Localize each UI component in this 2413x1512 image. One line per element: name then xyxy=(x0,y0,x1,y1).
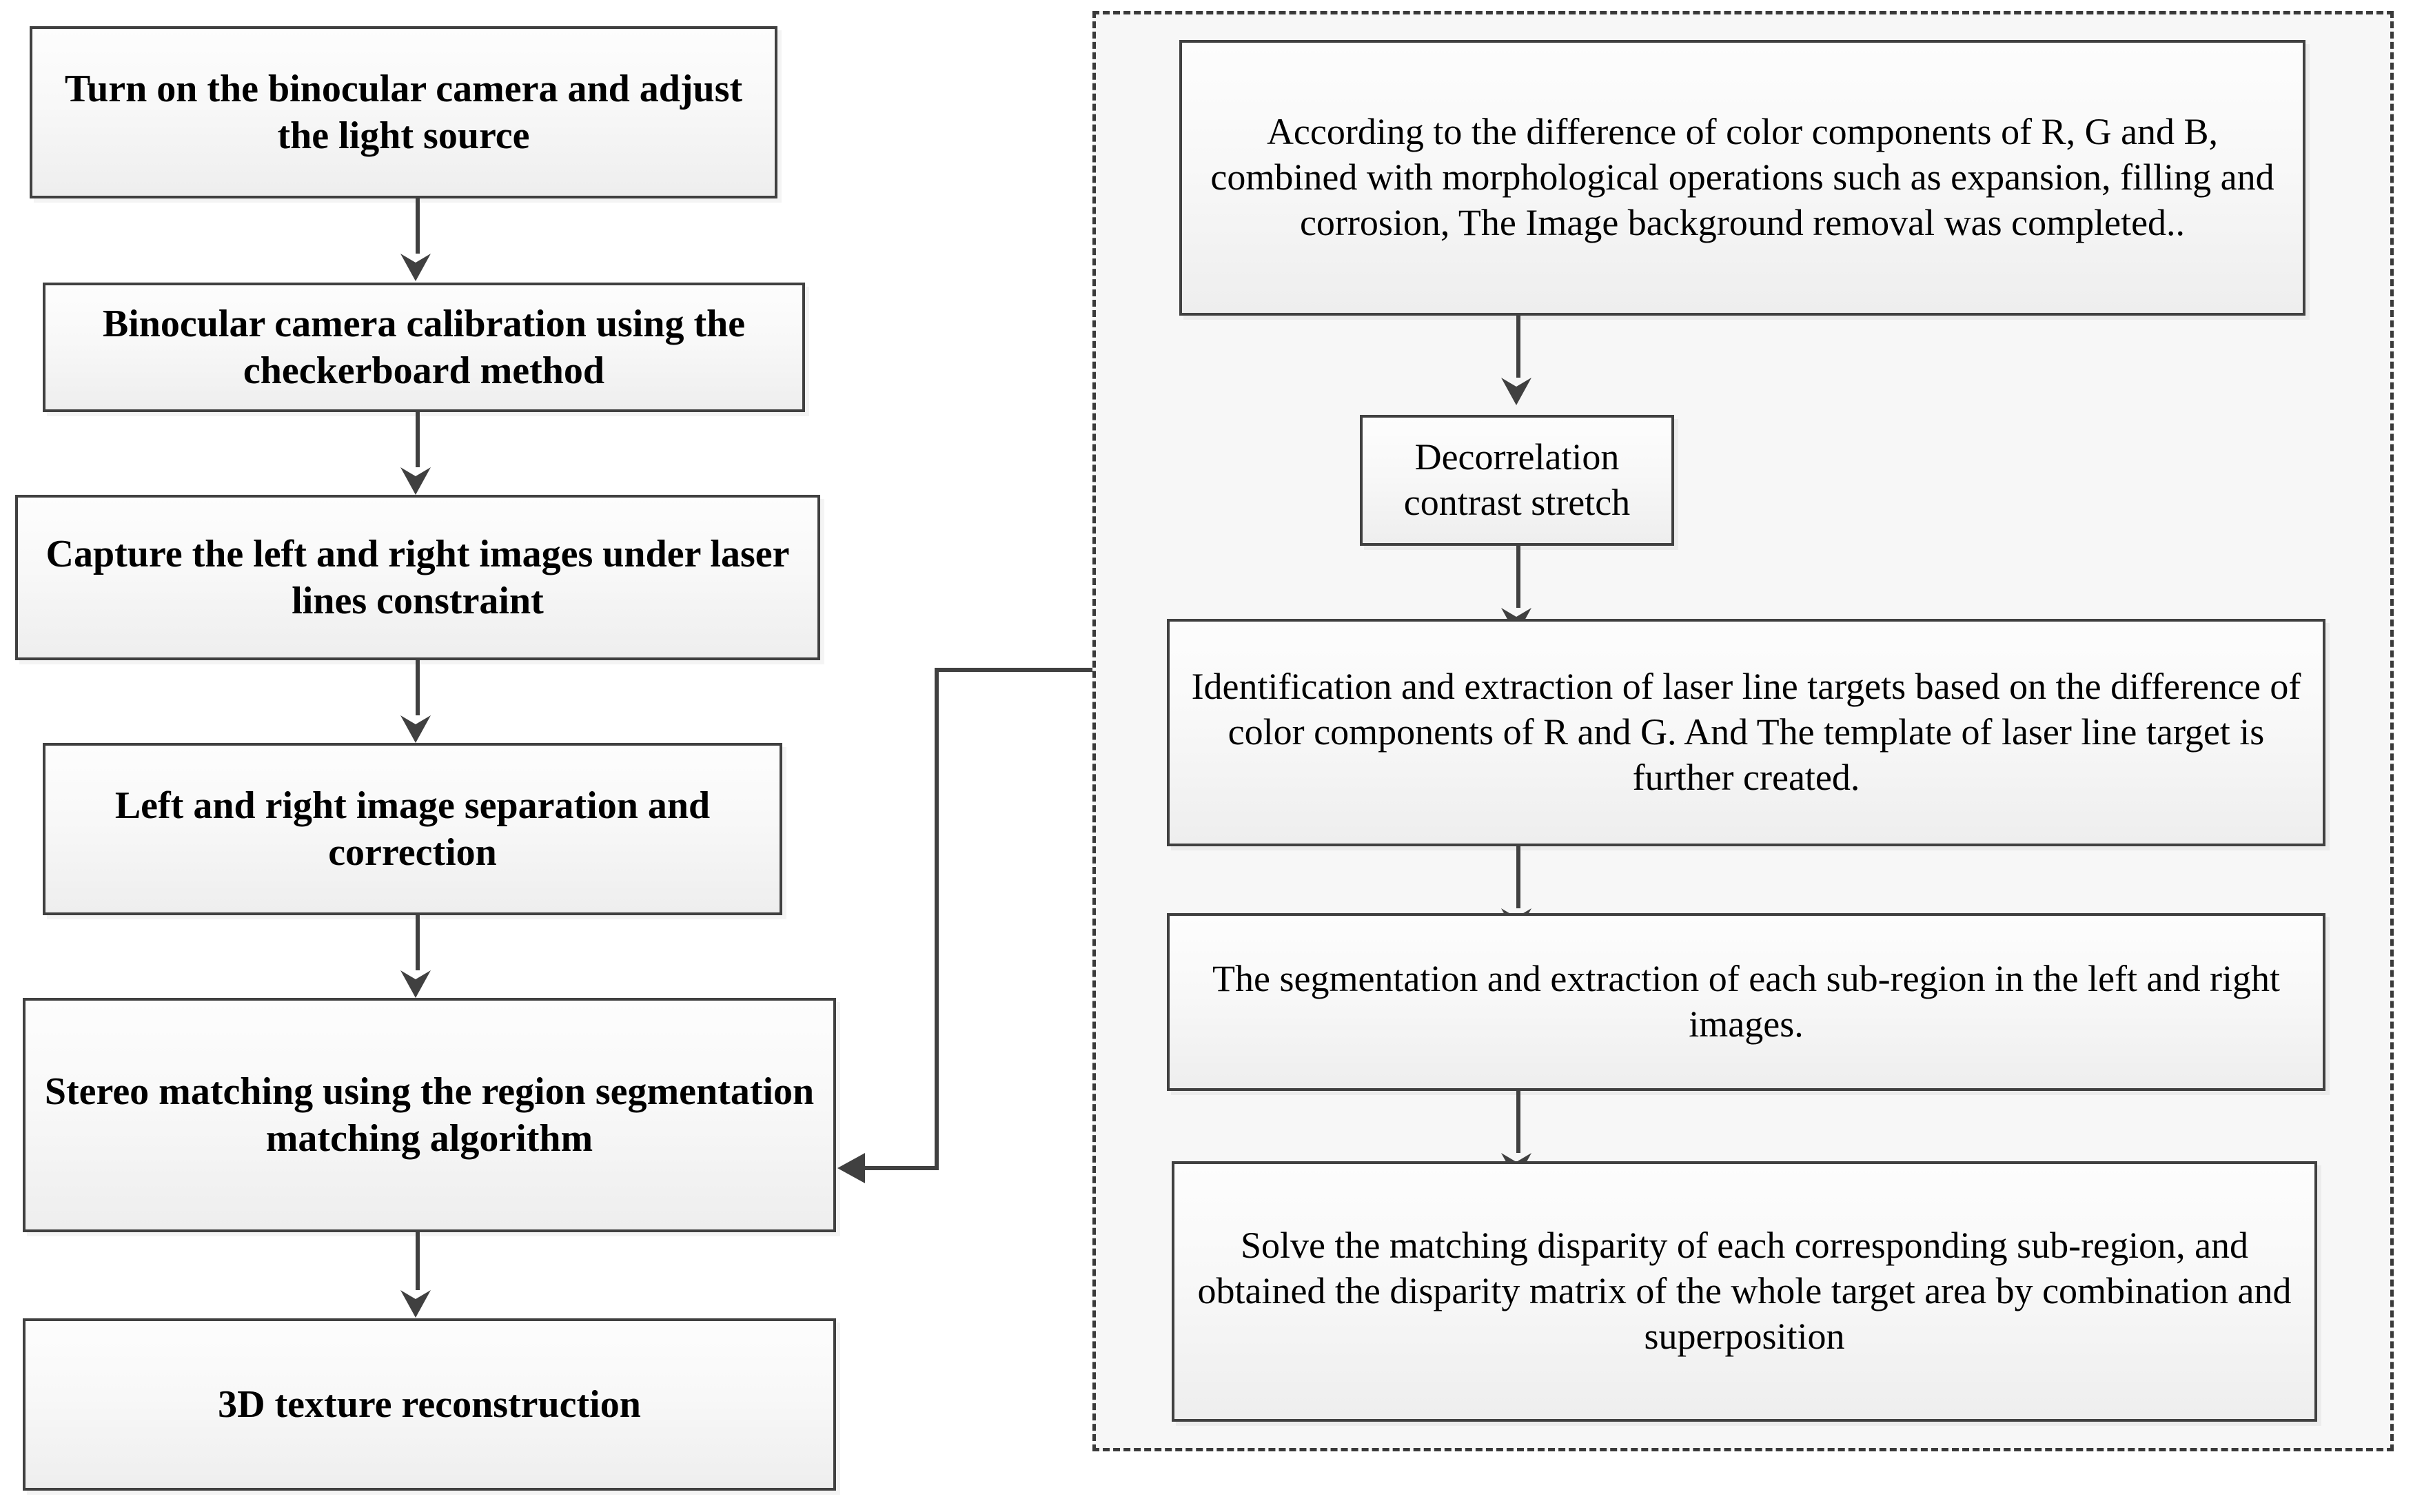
detail-node-4[interactable]: The segmentation and extraction of each … xyxy=(1167,913,2325,1091)
conn-group-step5-top-segment xyxy=(935,668,1094,672)
conn-2-3-line xyxy=(416,412,420,478)
flow-node-step-5-label: Stereo matching using the region segment… xyxy=(44,1070,815,1160)
flow-node-step-2-label: Binocular camera calibration using the c… xyxy=(102,302,746,392)
detail-node-4-label: The segmentation and extraction of each … xyxy=(1212,958,2280,1045)
conn-d1-d2-arrow-notch xyxy=(1501,378,1531,387)
flow-node-step-2[interactable]: Binocular camera calibration using the c… xyxy=(43,283,805,412)
conn-1-2-arrow-notch xyxy=(400,254,431,263)
flow-node-step-6[interactable]: 3D texture reconstruction xyxy=(23,1318,836,1491)
detail-node-1-label: According to the difference of color com… xyxy=(1210,111,2274,243)
conn-group-step5-arrowhead xyxy=(837,1153,865,1183)
detail-node-3-label: Identification and extraction of laser l… xyxy=(1191,666,2301,798)
flow-node-step-3[interactable]: Capture the left and right images under … xyxy=(15,495,820,660)
conn-d2-d3-line xyxy=(1516,546,1520,618)
detail-node-3[interactable]: Identification and extraction of laser l… xyxy=(1167,619,2325,846)
detail-node-5-label: Solve the matching disparity of each cor… xyxy=(1197,1225,2292,1357)
flow-node-step-1[interactable]: Turn on the binocular camera and adjust … xyxy=(30,26,777,198)
conn-1-2-line xyxy=(416,198,420,264)
conn-group-step5-bottom-segment xyxy=(865,1166,939,1170)
conn-d2-d3-arrow-notch xyxy=(1501,608,1531,617)
conn-4-5-arrow-notch xyxy=(400,970,431,979)
detail-node-2[interactable]: Decorrelation contrast stretch xyxy=(1360,415,1674,546)
conn-group-step5-vertical-segment xyxy=(935,668,939,1170)
conn-4-5-line xyxy=(416,915,420,981)
flow-node-step-4-label: Left and right image separation and corr… xyxy=(114,784,711,874)
conn-d3-d4-line xyxy=(1516,846,1520,919)
detail-node-2-label: Decorrelation contrast stretch xyxy=(1403,436,1631,523)
conn-d1-d2-line xyxy=(1516,316,1520,388)
flow-node-step-6-label: 3D texture reconstruction xyxy=(218,1382,641,1426)
flow-node-step-1-label: Turn on the binocular camera and adjust … xyxy=(64,67,743,157)
conn-d4-d5-arrow-notch xyxy=(1501,1153,1531,1162)
conn-2-3-arrow-notch xyxy=(400,467,431,476)
flow-node-step-4[interactable]: Left and right image separation and corr… xyxy=(43,743,782,915)
flow-node-step-3-label: Capture the left and right images under … xyxy=(45,532,790,622)
conn-3-4-line xyxy=(416,660,420,726)
detail-node-5[interactable]: Solve the matching disparity of each cor… xyxy=(1172,1161,2317,1422)
conn-5-6-line xyxy=(416,1232,420,1294)
conn-d4-d5-line xyxy=(1516,1091,1520,1163)
flow-node-step-5[interactable]: Stereo matching using the region segment… xyxy=(23,998,836,1232)
conn-3-4-arrow-notch xyxy=(400,715,431,724)
conn-5-6-arrow-notch xyxy=(400,1290,431,1299)
detail-node-1[interactable]: According to the difference of color com… xyxy=(1179,40,2305,316)
